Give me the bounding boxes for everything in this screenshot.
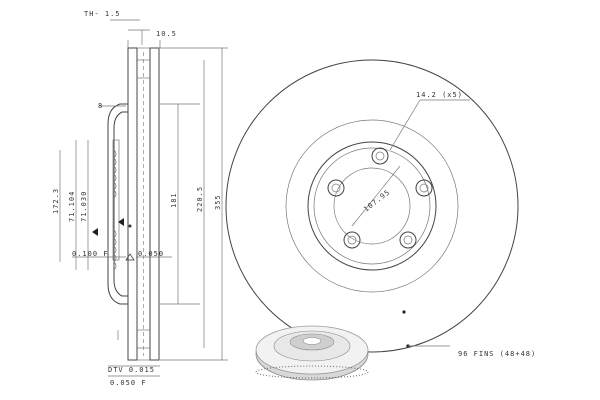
bolt-hole <box>415 179 433 197</box>
side-section-view <box>59 19 228 377</box>
label-outer-diameter: 355 <box>214 194 222 210</box>
front-view <box>225 59 519 353</box>
label-thickness: TH- 1.5 <box>84 10 121 18</box>
label-71104: 71.104 <box>68 191 76 222</box>
label-runout-dtv: DTV 0.015 <box>108 366 155 374</box>
label-1723: 172.3 <box>52 188 60 214</box>
bolt-hole <box>371 147 389 165</box>
label-bolt-circle: 107.95 <box>362 188 392 214</box>
label-fins: 96 FINS (48+48) <box>458 350 536 358</box>
label-bolt-holes: 14.2 (x5) <box>416 91 463 99</box>
label-tolerance-left: 0.100 F <box>72 250 109 258</box>
bolt-hole <box>343 231 361 249</box>
label-71030: 71.030 <box>80 191 88 222</box>
label-tolerance-mid: 0.050 <box>138 250 164 258</box>
bolt-hole <box>399 231 417 249</box>
label-top-width: 10.5 <box>156 30 177 38</box>
label-hub-diameter: 181 <box>170 192 178 208</box>
disc-3d-thumbnail <box>255 325 369 381</box>
label-hat-depth: 8 <box>98 102 103 110</box>
label-runout-2: 0.050 F <box>110 379 147 387</box>
label-pitch-diameter: 220.5 <box>196 186 204 212</box>
bolt-hole <box>327 179 345 197</box>
